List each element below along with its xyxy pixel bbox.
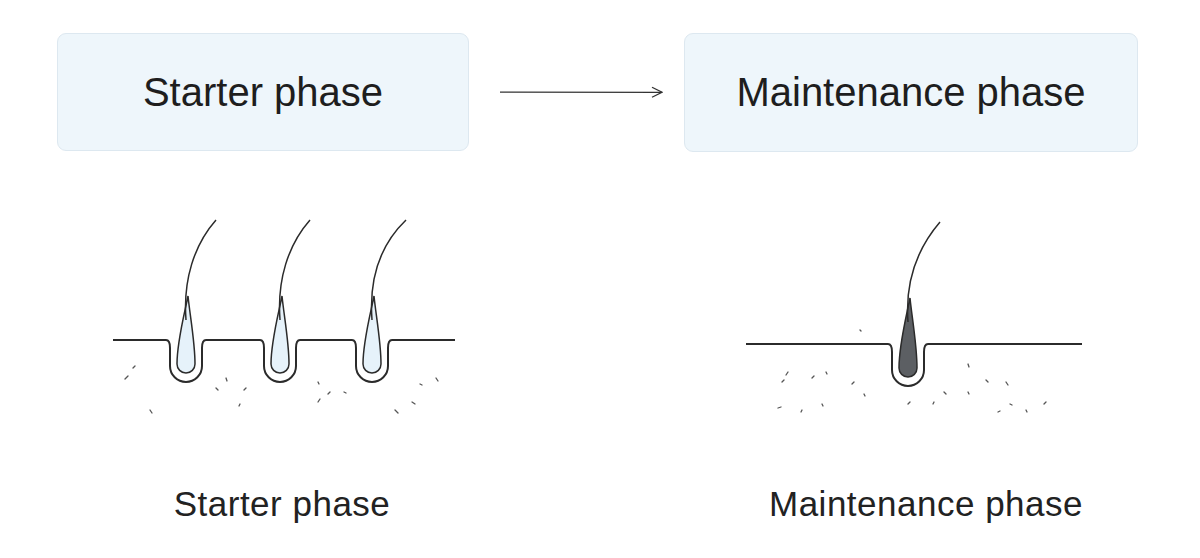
hair-follicles-left (177, 220, 406, 373)
phase-caption: Starter phase (174, 484, 391, 524)
tissue-specks (125, 330, 1046, 413)
phase-box: Starter phase (57, 33, 469, 151)
phase-box: Maintenance phase (684, 33, 1138, 152)
hair-follicle-right (899, 222, 940, 377)
phase-title: Starter phase (143, 70, 383, 115)
flow-arrow (500, 91, 662, 93)
phase-caption: Maintenance phase (769, 484, 1083, 524)
phase-title: Maintenance phase (736, 70, 1085, 115)
